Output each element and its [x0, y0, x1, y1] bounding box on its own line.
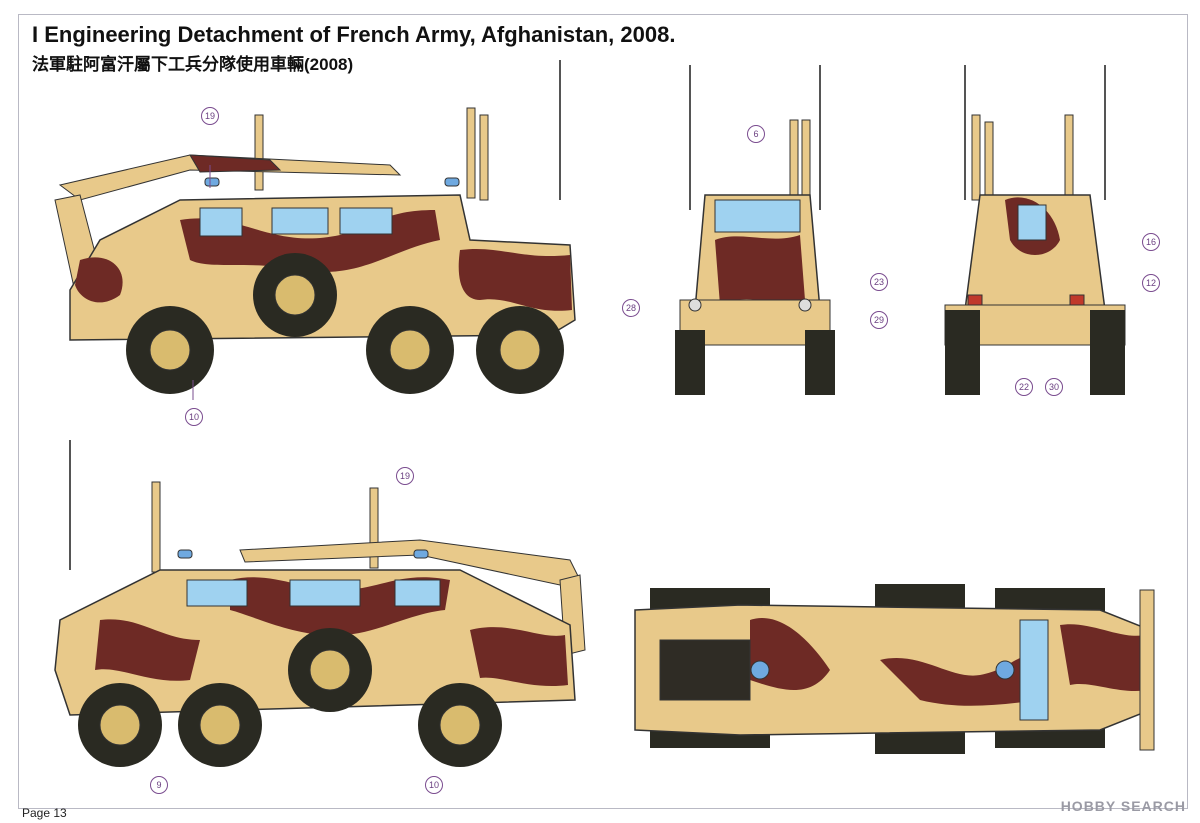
vehicle-rear-view [944, 65, 1126, 395]
callout-23: 23 [870, 273, 888, 291]
callout-30: 30 [1045, 378, 1063, 396]
callout-10: 10 [425, 776, 443, 794]
page-title: I Engineering Detachment of French Army,… [32, 22, 676, 47]
callout-10: 10 [185, 408, 203, 426]
watermark: HOBBY SEARCH [1060, 798, 1186, 814]
page-number: Page 13 [22, 806, 67, 820]
vehicle-right-side-view [54, 440, 586, 767]
callout-19: 19 [201, 107, 219, 125]
callout-6: 6 [747, 125, 765, 143]
vehicle-front-view [675, 65, 835, 395]
callout-19: 19 [396, 467, 414, 485]
vehicle-left-side-view [54, 60, 576, 400]
page-subtitle: 法軍駐阿富汗屬下工兵分隊使用車輛(2008) [32, 55, 354, 74]
callout-28: 28 [622, 299, 640, 317]
callout-16: 16 [1142, 233, 1160, 251]
callout-29: 29 [870, 311, 888, 329]
vehicle-top-view [634, 584, 1155, 754]
callout-9: 9 [150, 776, 168, 794]
callout-12: 12 [1142, 274, 1160, 292]
page-frame [18, 14, 1188, 809]
callout-22: 22 [1015, 378, 1033, 396]
